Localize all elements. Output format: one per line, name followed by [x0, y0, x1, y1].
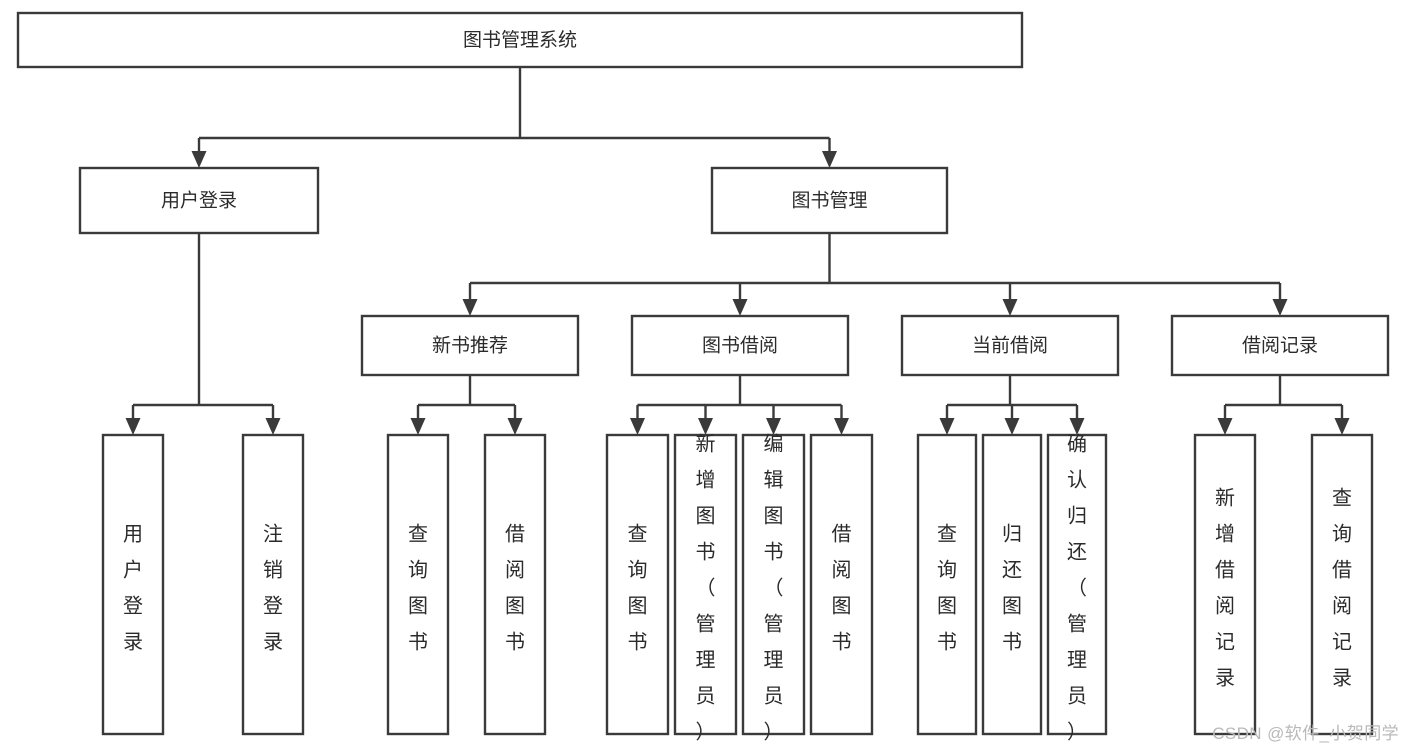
node-box [101, 433, 165, 736]
edge-group-bookmgr [462, 233, 1288, 316]
node-box [386, 433, 450, 736]
node-box [241, 433, 305, 736]
node-label: 图书管理 [791, 190, 867, 212]
node-label: 用户登录 [123, 524, 143, 654]
node-label: 查询借阅记录 [1332, 487, 1352, 690]
node-box [741, 433, 806, 736]
node-l10[interactable]: 归还图书 [981, 433, 1043, 736]
node-label: 注销登录 [263, 523, 283, 654]
node-l8[interactable]: 借阅图书 [809, 433, 874, 736]
node-label: 图书管理系统 [463, 29, 577, 51]
node-label: 借阅图书 [832, 523, 852, 654]
node-box [809, 433, 874, 736]
node-box [1310, 433, 1374, 736]
node-box [1170, 314, 1390, 377]
node-box [16, 11, 1024, 69]
node-label: 确认归还（管理员） [1067, 433, 1087, 744]
node-box [900, 314, 1120, 377]
node-borrow[interactable]: 图书借阅 [630, 314, 850, 377]
node-l3[interactable]: 查询图书 [386, 433, 450, 736]
edge-group-login [125, 233, 281, 435]
node-label: 新书推荐 [432, 335, 508, 357]
node-box [360, 314, 580, 377]
node-label: 新增图书（管理员） [696, 433, 716, 744]
node-root[interactable]: 图书管理系统 [16, 11, 1024, 69]
node-label: 借阅图书 [505, 523, 525, 654]
node-l11[interactable]: 确认归还（管理员） [1046, 433, 1108, 744]
node-newbook[interactable]: 新书推荐 [360, 314, 580, 377]
edge-group-current [939, 375, 1085, 435]
node-box [483, 433, 547, 736]
node-l5[interactable]: 查询图书 [605, 433, 670, 736]
node-label: 查询图书 [628, 523, 648, 654]
edge-group-newbook [410, 375, 523, 435]
edge-layer [125, 67, 1350, 435]
node-label: 图书借阅 [702, 335, 778, 357]
edge-group-borrow [630, 375, 849, 435]
node-box [916, 433, 978, 736]
node-l7[interactable]: 编辑图书（管理员） [741, 433, 806, 744]
node-l4[interactable]: 借阅图书 [483, 433, 547, 736]
node-bookmgr[interactable]: 图书管理 [710, 166, 949, 235]
node-label: 查询图书 [937, 523, 957, 654]
edge-group-records [1217, 375, 1350, 435]
node-current[interactable]: 当前借阅 [900, 314, 1120, 377]
node-box [630, 314, 850, 377]
node-layer: 图书管理系统用户登录图书管理新书推荐图书借阅当前借阅借阅记录用户登录注销登录查询… [16, 11, 1390, 744]
node-label: 当前借阅 [972, 335, 1048, 357]
node-box [78, 166, 320, 235]
node-login[interactable]: 用户登录 [78, 166, 320, 235]
node-label: 编辑图书（管理员） [764, 433, 784, 744]
node-box [710, 166, 949, 235]
edge-group-root [191, 67, 837, 168]
node-label: 新增借阅记录 [1215, 487, 1235, 690]
node-box [981, 433, 1043, 736]
node-l2[interactable]: 注销登录 [241, 433, 305, 736]
node-label: 借阅记录 [1242, 335, 1318, 357]
node-l9[interactable]: 查询图书 [916, 433, 978, 736]
node-label: 查询图书 [408, 523, 428, 654]
node-records[interactable]: 借阅记录 [1170, 314, 1390, 377]
node-box [673, 433, 738, 736]
node-l1[interactable]: 用户登录 [101, 433, 165, 736]
node-l13[interactable]: 查询借阅记录 [1310, 433, 1374, 736]
node-l12[interactable]: 新增借阅记录 [1193, 433, 1257, 736]
node-box [605, 433, 670, 736]
node-l6[interactable]: 新增图书（管理员） [673, 433, 738, 744]
node-box [1046, 433, 1108, 736]
node-label: 用户登录 [161, 190, 237, 212]
node-label: 归还图书 [1002, 523, 1022, 654]
node-box [1193, 433, 1257, 736]
